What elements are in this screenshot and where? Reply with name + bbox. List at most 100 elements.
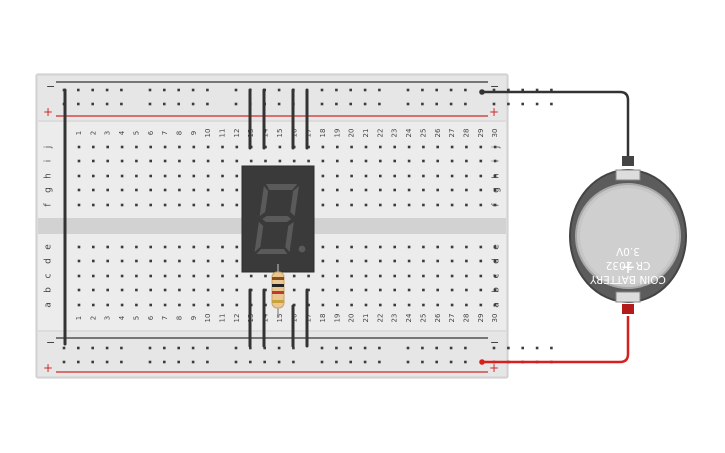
breadboard-hole[interactable] [407,259,411,263]
breadboard-hole[interactable] [178,188,181,192]
breadboard-hole[interactable] [178,274,181,278]
breadboard-hole[interactable] [378,346,381,350]
breadboard-hole[interactable] [192,145,196,149]
breadboard-hole[interactable] [436,274,439,278]
breadboard-hole[interactable] [177,88,180,92]
breadboard-hole[interactable] [221,259,224,263]
breadboard-hole[interactable] [379,188,382,192]
breadboard-hole[interactable] [479,188,483,192]
breadboard-hole[interactable] [234,102,238,106]
breadboard-hole[interactable] [135,245,138,249]
breadboard-hole[interactable] [336,303,339,307]
breadboard-hole[interactable] [191,346,195,350]
breadboard-hole[interactable] [292,346,295,350]
breadboard-hole[interactable] [321,288,325,292]
breadboard-hole[interactable] [336,188,339,192]
breadboard-hole[interactable] [464,88,467,92]
breadboard-hole[interactable] [464,360,467,364]
breadboard-hole[interactable] [422,145,425,149]
breadboard-hole[interactable] [521,102,524,106]
breadboard-hole[interactable] [191,88,195,92]
breadboard-hole[interactable] [406,346,410,350]
breadboard-hole[interactable] [479,245,483,249]
resistor[interactable] [271,264,285,318]
breadboard-hole[interactable] [320,102,324,106]
breadboard-hole[interactable] [493,159,497,163]
breadboard-hole[interactable] [350,145,353,149]
breadboard-hole[interactable] [264,159,267,163]
breadboard-hole[interactable] [336,203,339,207]
breadboard-hole[interactable] [135,174,138,178]
breadboard-hole[interactable] [435,88,438,92]
seven-segment-display[interactable] [241,165,315,273]
breadboard-hole[interactable] [178,174,181,178]
breadboard-hole[interactable] [62,346,66,350]
breadboard-hole[interactable] [120,188,124,192]
breadboard-hole[interactable] [465,145,468,149]
breadboard-hole[interactable] [350,188,353,192]
breadboard-hole[interactable] [421,102,424,106]
breadboard-hole[interactable] [521,346,524,350]
breadboard-hole[interactable] [292,288,296,292]
breadboard-hole[interactable] [421,346,424,350]
breadboard-hole[interactable] [449,346,453,350]
breadboard-hole[interactable] [364,174,368,178]
breadboard-hole[interactable] [393,188,396,192]
breadboard-hole[interactable] [535,102,539,106]
breadboard-hole[interactable] [221,145,224,149]
breadboard-hole[interactable] [206,174,210,178]
breadboard-hole[interactable] [92,174,95,178]
breadboard-hole[interactable] [106,259,109,263]
breadboard-hole[interactable] [221,203,224,207]
breadboard-hole[interactable] [106,159,109,163]
breadboard-hole[interactable] [277,102,281,106]
breadboard-hole[interactable] [135,303,138,307]
breadboard-hole[interactable] [178,145,181,149]
breadboard-hole[interactable] [406,88,410,92]
breadboard-hole[interactable] [105,346,109,350]
breadboard-hole[interactable] [277,88,281,92]
breadboard-hole[interactable] [163,346,166,350]
breadboard-hole[interactable] [178,259,181,263]
breadboard-hole[interactable] [206,145,210,149]
breadboard-hole[interactable] [149,159,152,163]
breadboard-hole[interactable] [350,159,353,163]
breadboard-hole[interactable] [379,159,382,163]
breadboard-hole[interactable] [77,203,81,207]
breadboard-hole[interactable] [450,303,454,307]
breadboard-hole[interactable] [206,288,210,292]
breadboard-hole[interactable] [407,274,411,278]
breadboard-hole[interactable] [149,274,152,278]
breadboard-hole[interactable] [393,159,396,163]
breadboard-hole[interactable] [206,88,209,92]
breadboard-hole[interactable] [206,188,210,192]
breadboard-hole[interactable] [364,288,368,292]
breadboard-hole[interactable] [206,159,210,163]
breadboard-hole[interactable] [149,245,152,249]
breadboard-hole[interactable] [493,274,497,278]
breadboard-hole[interactable] [321,174,325,178]
breadboard-hole[interactable] [363,360,367,364]
breadboard-hole[interactable] [105,88,109,92]
breadboard-hole[interactable] [320,346,324,350]
breadboard-hole[interactable] [436,303,439,307]
breadboard-hole[interactable] [149,188,152,192]
breadboard-hole[interactable] [393,259,396,263]
breadboard-hole[interactable] [407,245,411,249]
breadboard-hole[interactable] [77,159,81,163]
breadboard-hole[interactable] [178,303,181,307]
breadboard-hole[interactable] [91,346,94,350]
breadboard-hole[interactable] [163,259,167,263]
breadboard-hole[interactable] [235,259,239,263]
breadboard-hole[interactable] [92,259,95,263]
breadboard-hole[interactable] [378,88,381,92]
breadboard-hole[interactable] [393,174,396,178]
breadboard-hole[interactable] [149,288,152,292]
breadboard-hole[interactable] [379,259,382,263]
breadboard-hole[interactable] [493,145,497,149]
breadboard-hole[interactable] [465,259,468,263]
breadboard-hole[interactable] [350,259,353,263]
breadboard-hole[interactable] [178,288,181,292]
breadboard-hole[interactable] [507,88,510,92]
breadboard-hole[interactable] [363,346,367,350]
